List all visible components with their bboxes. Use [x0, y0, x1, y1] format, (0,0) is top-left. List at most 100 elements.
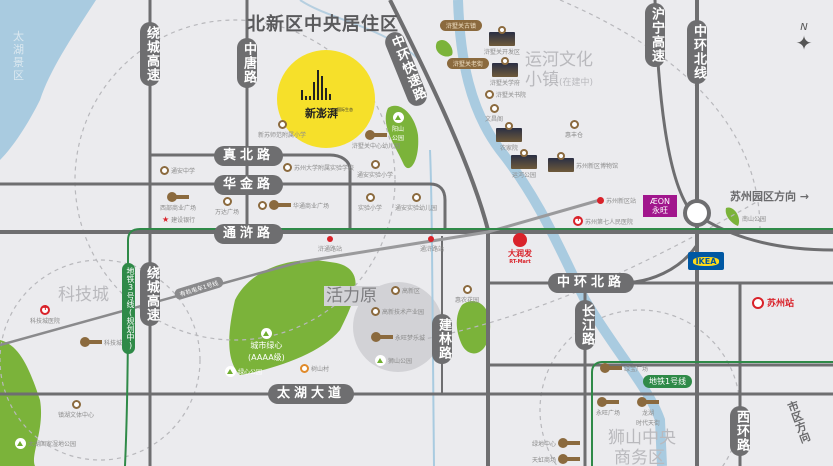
poi-green-heart-park: 绿心公园	[225, 366, 262, 377]
poi-huoli-4: 狮山公园	[375, 355, 412, 366]
project-name: 新澎湃	[305, 107, 338, 120]
poi-yunhe-7: 惠丰仓	[565, 120, 583, 139]
poi-huoli-6: 惠农花园	[455, 285, 479, 304]
road-label-zhongtang: 中唐路	[237, 38, 257, 88]
west-park	[0, 340, 42, 466]
metro-line-3-label: 地铁3号线(规划中)	[122, 263, 135, 354]
school-icon	[258, 200, 267, 210]
poi-yunhe-2: 浒墅关学府	[490, 57, 520, 87]
poi-west-4: 华通商业广场	[258, 200, 329, 210]
photo-icon	[489, 26, 515, 46]
park-icon	[375, 355, 386, 366]
road-label-huajin: 华金路	[214, 175, 284, 195]
poi-huoli-1: 高新区	[391, 286, 420, 295]
map-headline: 北新区中央居住区	[247, 14, 399, 35]
poi-yunhe-8: 苏州新区博物馆	[548, 152, 618, 172]
road-label-zhonghuan-beilu: 中环北路	[548, 273, 635, 293]
property-icon	[371, 332, 393, 342]
photo-icon	[548, 152, 574, 172]
school-icon	[160, 166, 169, 175]
station-1: 浒通路站	[318, 246, 343, 253]
property-icon	[597, 397, 619, 407]
district-taihu: 太湖景区	[13, 30, 24, 82]
tag-xushuguan-street: 浒墅关老街	[447, 58, 490, 69]
road-label-raocheng-south: 绕城高速	[140, 262, 160, 326]
poi-west-2: 西部商业广场	[160, 192, 196, 212]
school-icon	[370, 160, 380, 169]
road-label-zhenbei: 真北路	[214, 146, 284, 166]
hospital-icon	[40, 303, 50, 315]
station-3: 苏州新区站	[597, 196, 636, 205]
poi-west-3: 万达广场	[215, 197, 239, 216]
railway-icon	[752, 296, 764, 309]
poi-zhenhu: 镇湖文体中心	[58, 400, 94, 419]
property-icon	[558, 454, 581, 464]
district-huoli: 活力原	[324, 286, 379, 306]
poi-north-5: 通安实验小学	[357, 160, 393, 179]
poi-shishan-3: 龙湖时代天街	[636, 397, 660, 427]
compass-rose-icon: ✦	[795, 31, 813, 55]
road-label-raocheng-north: 绕城高速	[140, 22, 160, 86]
north-small-park	[435, 39, 453, 57]
school-icon	[365, 193, 375, 202]
road-label-tongxu: 通浒路	[214, 224, 284, 244]
property-icon	[558, 438, 581, 448]
poi-shishan-1: 绿宝广场	[600, 363, 648, 373]
poi-yunhe-4: 文昌阁	[485, 104, 503, 123]
east-park	[456, 301, 491, 354]
park-icon	[260, 328, 272, 339]
district-shishan: 狮山中央 商务区	[608, 428, 676, 466]
poi-north-3: 浒墅关中心幼儿园	[352, 130, 400, 150]
road-label-taihu-dadao: 太湖大道	[268, 384, 355, 404]
property-icon	[365, 130, 387, 140]
star-icon: ★	[162, 215, 170, 224]
poi-yunhe-6: 运河公园	[511, 149, 537, 179]
property-icon	[269, 200, 291, 210]
poi-huoli-3: 永旺梦乐城	[371, 332, 425, 342]
poi-yunhe-1: 浒墅关开发区	[484, 26, 520, 56]
school-icon	[283, 163, 292, 172]
road-label-zhonghuan-beixian: 中环北线	[687, 20, 707, 84]
property-icon	[80, 337, 102, 347]
sound-bars-icon	[301, 68, 331, 100]
poi-huoli-5: 树山村	[300, 364, 329, 373]
poi-shishan-4: 绿地中心	[532, 438, 581, 448]
hospital-icon	[573, 214, 583, 226]
property-icon	[637, 397, 659, 407]
compass: N ✦	[789, 22, 819, 62]
poi-yunhe-3: 浒墅关书院	[485, 90, 526, 99]
station-2: 通浒路站	[420, 246, 445, 253]
project-subtitle: 国际生态	[337, 107, 353, 112]
project-logo: 新澎湃 国际生态	[277, 50, 375, 148]
poi-north-4: 苏州大学附属实验学校	[283, 163, 354, 172]
rt-mart-logo: 大润发 RT-Mart	[508, 233, 532, 265]
compass-north-label: N	[800, 22, 808, 33]
property-icon	[600, 363, 622, 373]
school-icon	[411, 193, 421, 202]
property-icon	[167, 192, 189, 202]
suzhou-station: 苏州站	[752, 296, 794, 309]
ikea-logo: IKEA	[688, 252, 724, 270]
metro-line-1-label: 地铁1号线	[643, 375, 693, 388]
aeon-logo: ÆON 永旺	[643, 195, 677, 217]
road-label-xihuan: 西环路	[730, 406, 750, 456]
poi-yangshan-park: 阳山公园	[392, 112, 404, 142]
landmark-icon	[391, 286, 400, 295]
poi-west-1: 通安中学	[160, 166, 195, 175]
poi-west-5: ★建设银行	[162, 215, 196, 224]
rt-mart-bird-icon	[513, 233, 527, 247]
photo-icon	[511, 149, 537, 169]
taihu-lake	[0, 0, 96, 160]
poi-wetland: 太湖国家湿地公园	[15, 438, 76, 449]
poi-nanshan-park: 南山公园	[742, 216, 767, 223]
school-icon	[462, 285, 472, 294]
mall-icon	[222, 197, 232, 206]
poi-keji-property: 科技城	[80, 337, 122, 347]
poi-north-7: 实验小学	[358, 193, 382, 212]
poi-north-1: 新苏师范附属小学	[258, 120, 306, 139]
industry-icon	[371, 307, 380, 316]
district-yunhe: 运河文化 小镇(在建中)	[525, 50, 594, 90]
district-keji: 科技城	[58, 285, 109, 305]
poi-city-green-heart: 城市绿心(AAAA级)	[248, 328, 285, 363]
